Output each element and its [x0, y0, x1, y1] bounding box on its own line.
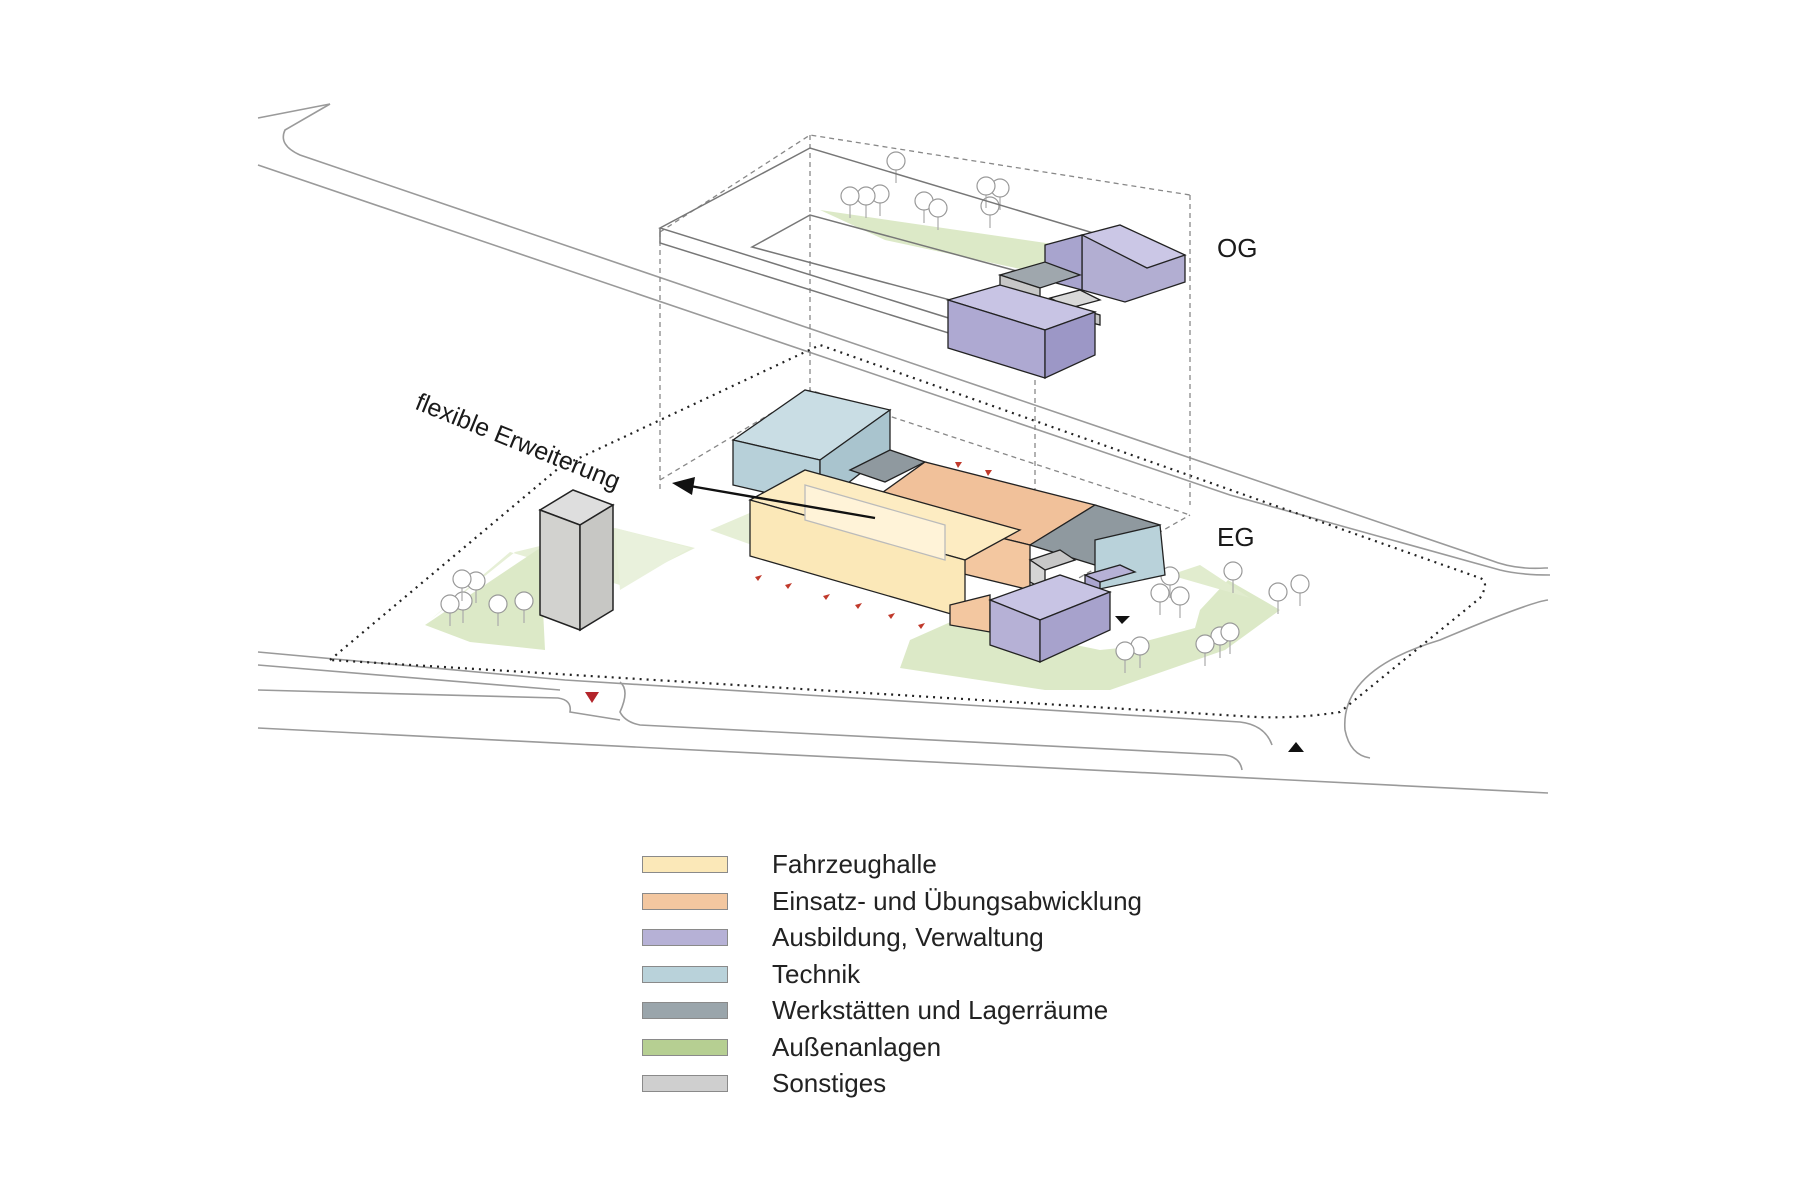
legend-label: Fahrzeughalle [772, 849, 937, 879]
plot-boundary [327, 343, 1487, 719]
legend-label: Einsatz- und Übungsabwicklung [772, 885, 1142, 916]
eg-label: EG [1217, 522, 1255, 552]
legend-swatch [642, 1075, 728, 1092]
legend-label: Werkstätten und Lagerräume [772, 995, 1109, 1025]
legend-swatch [642, 856, 728, 873]
access-markers [585, 462, 1304, 752]
og-label: OG [1217, 233, 1258, 263]
legend-label: Technik [772, 958, 861, 989]
og-building [945, 224, 1187, 380]
legend-swatch [642, 892, 728, 910]
legend-label: Sonstiges [772, 1068, 887, 1098]
tower [538, 489, 615, 632]
eg-building [731, 389, 1166, 664]
legend-swatch [642, 1002, 728, 1019]
roads [257, 103, 1551, 794]
green-areas [425, 210, 1280, 690]
legend-label: Außenanlagen [772, 1031, 942, 1062]
expansion-arrow [672, 477, 876, 520]
legend-swatch [642, 1038, 728, 1056]
legend-swatch [642, 965, 728, 983]
legend-swatch [642, 929, 728, 946]
legend-label: Ausbildung, Verwaltung [772, 922, 1044, 952]
